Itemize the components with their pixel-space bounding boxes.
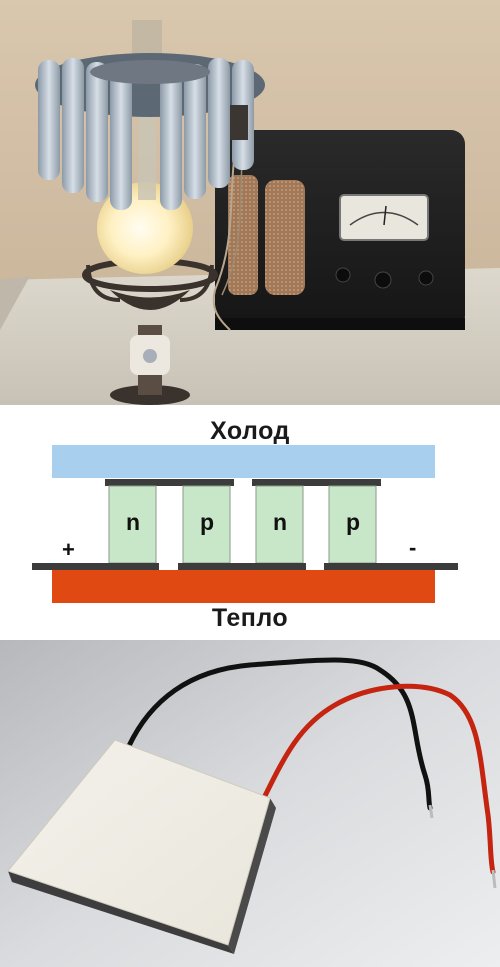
radio-set — [215, 130, 465, 330]
minus-terminal-label: - — [409, 535, 417, 560]
semiconductor-leg-p — [328, 485, 377, 564]
red-wire — [259, 683, 496, 875]
leg-label: n — [272, 509, 288, 535]
bottom-conductor — [32, 563, 159, 570]
warm-label: Тепло — [211, 604, 289, 632]
leg-label: p — [199, 509, 215, 535]
leg-label: p — [345, 509, 361, 535]
heat-sink-radiator — [35, 53, 265, 210]
semiconductor-leg-p — [182, 485, 231, 564]
black-wire — [125, 657, 433, 811]
semiconductor-leg-n — [255, 485, 304, 564]
cold-label: Холод — [210, 417, 290, 445]
bottom-conductor — [178, 563, 306, 570]
top-conductor — [252, 479, 381, 486]
peltier-module — [7, 739, 271, 946]
semiconductor-leg-n — [108, 485, 157, 564]
thermoelectric-lamp-radio-photo — [0, 0, 500, 405]
leg-label: n — [125, 509, 141, 535]
hot-plate — [52, 570, 435, 603]
bottom-conductor — [324, 563, 458, 570]
cold-plate — [52, 445, 435, 478]
peltier-diagram: Холод n p n p + - Тепло — [0, 405, 500, 640]
peltier-module-photo — [0, 640, 500, 967]
plus-terminal-label: + — [62, 537, 75, 562]
top-conductor — [105, 479, 234, 486]
